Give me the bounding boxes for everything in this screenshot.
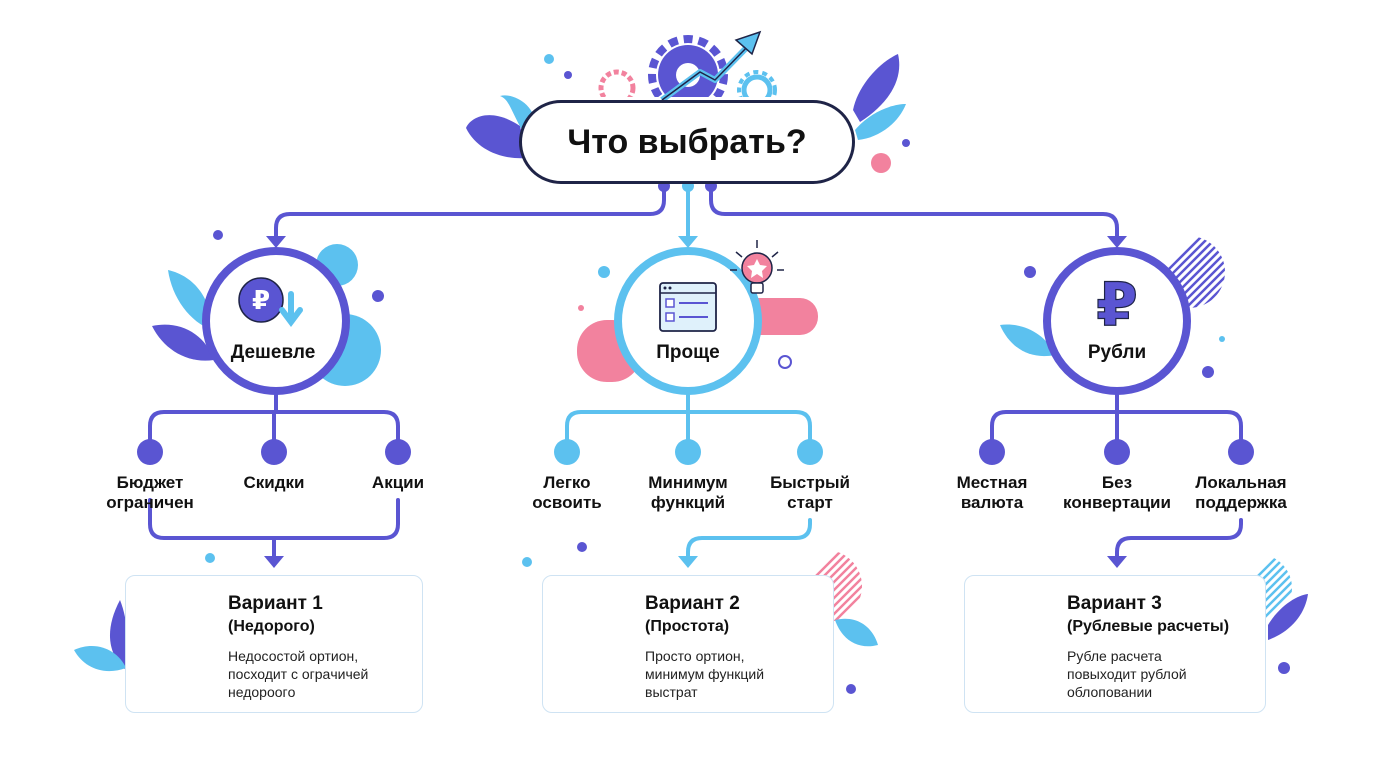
card-title: Вариант 3 [1067, 593, 1162, 614]
leaf-decoration [74, 646, 126, 672]
option-dots [137, 439, 1254, 465]
leaf-decoration [853, 54, 900, 122]
branch-circle-rubles: ₽ [1043, 247, 1191, 395]
main-question-pill: Что выбрать? [519, 100, 855, 184]
branch-title-simpler: Проще [656, 342, 720, 363]
card-title: Вариант 1 [228, 593, 323, 614]
branch-circle-cheaper: ₽ [202, 247, 350, 395]
growth-arrow-icon [660, 30, 762, 103]
card-subtitle: (Рублевые расчеты) [1067, 618, 1230, 635]
branch-circle-simpler [614, 247, 762, 395]
leaf-decoration [109, 600, 128, 670]
variant-card-2: Вариант 2 (Простота) Просто ортион,миним… [542, 575, 834, 713]
variant-card-3: Вариант 3 (Рублевые расчеты) Рубле расче… [964, 575, 1266, 713]
branch-title-cheaper: Дешевле [230, 342, 316, 363]
ruble-icon: ₽ [1096, 270, 1138, 340]
connectors [148, 184, 1243, 568]
svg-text:₽: ₽ [252, 286, 270, 316]
variant-card-1: Вариант 1 (Недорого) Недосостой ортион,п… [125, 575, 423, 713]
leaf-decoration [1268, 594, 1308, 640]
leaf-decoration [168, 270, 212, 330]
ruble-down-icon: ₽ [238, 277, 303, 327]
lightbulb-star-icon [730, 240, 784, 294]
option-label: Скидки [243, 473, 305, 492]
checklist-window-icon [659, 282, 717, 332]
leaf-decoration [152, 324, 214, 361]
card-subtitle: (Простота) [645, 618, 730, 635]
card-subtitle: (Недорого) [228, 618, 315, 635]
leaf-decoration [466, 115, 528, 159]
card-title: Вариант 2 [645, 593, 740, 614]
leaf-decoration [1000, 324, 1055, 357]
branch-title-rubles: Рубли [1087, 342, 1147, 363]
leaf-decoration [835, 618, 878, 647]
option-label: Акции [371, 473, 425, 492]
leaf-decoration [855, 104, 906, 140]
page-title: Что выбрать? [567, 122, 807, 161]
